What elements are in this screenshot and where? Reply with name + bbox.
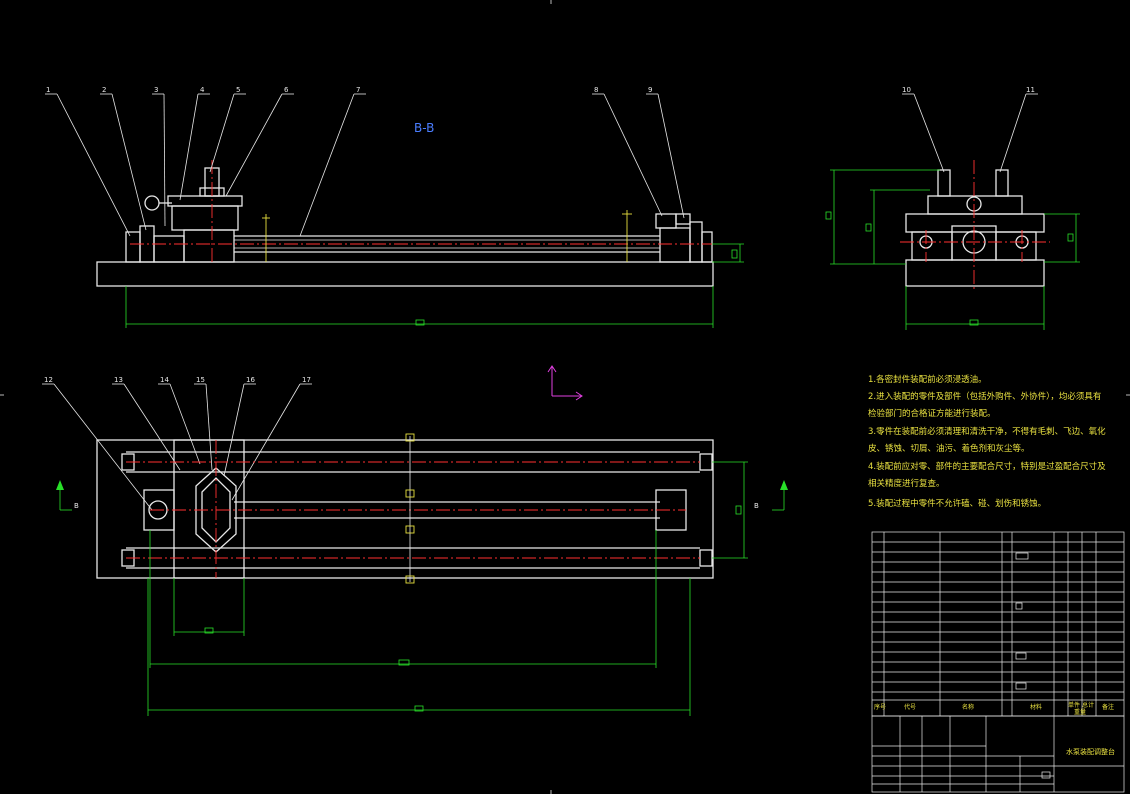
svg-text:7: 7 xyxy=(356,86,360,94)
svg-text:5.装配过程中零件不允许磕、碰、划伤和锈蚀。: 5.装配过程中零件不允许磕、碰、划伤和锈蚀。 xyxy=(868,498,1046,509)
svg-text:皮、锈蚀、切屑、油污、着色剂和灰尘等。: 皮、锈蚀、切屑、油污、着色剂和灰尘等。 xyxy=(868,443,1030,454)
svg-text:16: 16 xyxy=(246,376,255,384)
plan-view xyxy=(56,433,788,716)
svg-text:8: 8 xyxy=(594,86,598,94)
svg-text:4.装配前应对零、部件的主要配合尺寸，特别是过盈配合尺寸及: 4.装配前应对零、部件的主要配合尺寸，特别是过盈配合尺寸及 xyxy=(868,461,1106,472)
svg-text:1: 1 xyxy=(46,86,50,94)
svg-text:相关精度进行复查。: 相关精度进行复查。 xyxy=(868,478,945,489)
svg-text:6: 6 xyxy=(284,86,289,94)
section-marker-right: B xyxy=(754,502,759,510)
svg-text:检验部门的合格证方能进行装配。: 检验部门的合格证方能进行装配。 xyxy=(868,408,996,419)
leader-lines-front xyxy=(42,93,1038,511)
svg-text:10: 10 xyxy=(902,86,911,94)
svg-text:2.进入装配的零件及部件（包括外购件、外协件），均必须具有: 2.进入装配的零件及部件（包括外购件、外协件），均必须具有 xyxy=(868,391,1101,402)
svg-text:材料: 材料 xyxy=(1030,703,1042,711)
balloons-front: 1 2 3 4 5 6 7 8 9 10 11 12 13 14 15 16 1… xyxy=(44,86,1035,384)
svg-text:名称: 名称 xyxy=(962,703,974,711)
front-view xyxy=(96,160,744,328)
section-label: B-B xyxy=(414,121,434,135)
svg-text:5: 5 xyxy=(236,86,240,94)
svg-text:3: 3 xyxy=(154,86,158,94)
svg-text:3.零件在装配前必须清理和清洗干净，不得有毛刺、飞边、氧化: 3.零件在装配前必须清理和清洗干净，不得有毛刺、飞边、氧化 xyxy=(868,426,1106,437)
svg-text:备注: 备注 xyxy=(1102,703,1114,711)
svg-text:2: 2 xyxy=(102,86,106,94)
svg-text:单件: 单件 xyxy=(1068,701,1080,709)
parts-list-headers: 序号 代号 名称 材料 单件 总计 备注 重量 xyxy=(874,701,1114,716)
side-view xyxy=(825,160,1080,330)
technical-notes: 1.各密封件装配前必须浸透油。 2.进入装配的零件及部件（包括外购件、外协件），… xyxy=(868,374,1106,509)
svg-text:总计: 总计 xyxy=(1082,701,1094,709)
svg-text:13: 13 xyxy=(114,376,123,384)
ucs-icon xyxy=(547,365,583,401)
svg-text:11: 11 xyxy=(1026,86,1035,94)
svg-text:重量: 重量 xyxy=(1074,708,1086,716)
svg-text:14: 14 xyxy=(160,376,169,384)
svg-text:12: 12 xyxy=(44,376,53,384)
svg-text:9: 9 xyxy=(648,86,652,94)
svg-text:1.各密封件装配前必须浸透油。: 1.各密封件装配前必须浸透油。 xyxy=(868,374,987,385)
svg-text:17: 17 xyxy=(302,376,311,384)
parts-list-table xyxy=(871,531,1125,793)
svg-text:代号: 代号 xyxy=(904,703,916,711)
drawing-title: 水泵装配调整台 xyxy=(1066,747,1115,756)
svg-text:15: 15 xyxy=(196,376,205,384)
section-marker-left: B xyxy=(74,502,79,510)
svg-text:4: 4 xyxy=(200,86,205,94)
svg-text:序号: 序号 xyxy=(874,703,886,711)
